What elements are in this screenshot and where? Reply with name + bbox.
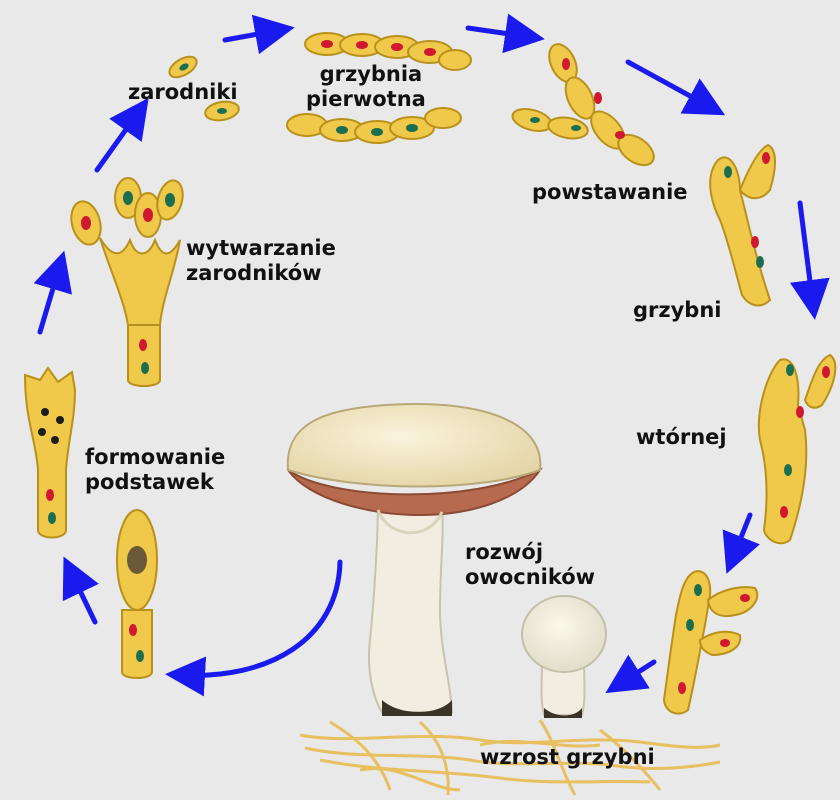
- label-fruiting-body-line2: owocników: [465, 565, 595, 590]
- label-primary-mycelium-line1: grzybnia: [306, 62, 426, 87]
- label-secondary-mycelium-line2: grzybni: [633, 298, 721, 323]
- basidium-formation-illustration: [117, 510, 157, 678]
- arrow-right-down-2: [732, 515, 750, 560]
- secondary-mycelium-branch-illustration: [664, 571, 757, 714]
- label-mycelium-growth: wzrost grzybni: [480, 745, 655, 770]
- mushroom-small-illustration: [522, 596, 606, 718]
- label-fruiting-body-development: rozwój owocników: [465, 540, 595, 590]
- label-basidia-formation: formowanie podstawek: [85, 445, 225, 495]
- arrow-primary-to-fusion: [468, 28, 530, 37]
- label-primary-mycelium: grzybnia pierwotna: [306, 62, 426, 112]
- spore-production-illustration: [67, 178, 187, 386]
- arrow-right-down-1: [800, 203, 813, 305]
- label-primary-mycelium-line2: pierwotna: [306, 87, 426, 112]
- label-spore-production-line2: zarodników: [186, 261, 336, 286]
- label-secondary-mycelium-line1: powstawanie: [532, 180, 688, 205]
- arrow-left-up-1: [70, 570, 95, 622]
- secondary-mycelium-upper-illustration: [710, 145, 775, 305]
- hyphae-fusion-illustration: [510, 40, 659, 171]
- arrow-mushroom-to-basidia: [180, 562, 340, 675]
- arrow-left-up-2: [40, 265, 60, 332]
- arrow-to-mycelium: [618, 662, 654, 685]
- label-fruiting-body-line1: rozwój: [465, 540, 595, 565]
- arrow-left-up-3: [97, 110, 140, 170]
- label-secondary-mycelium-line3: wtórnej: [636, 425, 727, 450]
- label-spore-production: wytwarzanie zarodników: [186, 236, 336, 286]
- label-spores: zarodniki: [128, 80, 238, 105]
- basidium-nuclei-illustration: [25, 368, 75, 538]
- arrow-spores-to-primary: [225, 30, 280, 40]
- arrow-fusion-down: [628, 62, 712, 108]
- label-spore-production-line1: wytwarzanie: [186, 236, 336, 261]
- secondary-mycelium-lower-illustration: [759, 355, 835, 543]
- label-basidia-line1: formowanie: [85, 445, 225, 470]
- label-basidia-line2: podstawek: [85, 470, 225, 495]
